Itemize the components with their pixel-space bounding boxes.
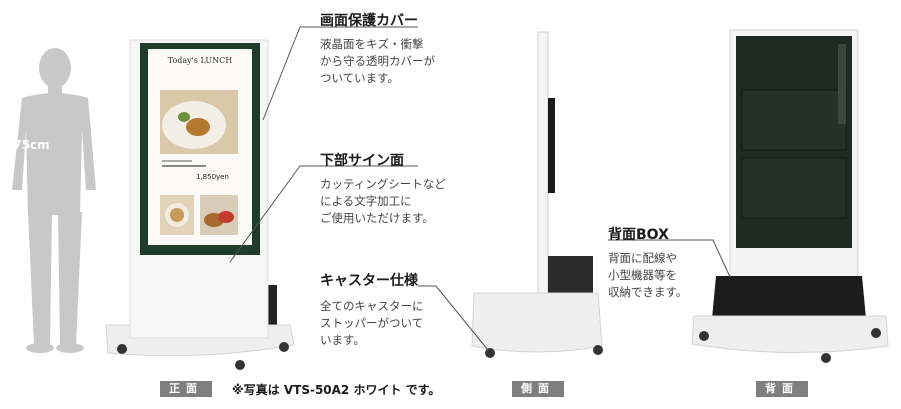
caption-back: 背面: [756, 381, 808, 397]
front-view-kiosk: [105, 39, 295, 370]
callout-title-casters: キャスター仕様: [320, 273, 418, 289]
callout-body-back-box: 背面に配線や 小型機器等を 収納できます。: [608, 251, 688, 299]
screen-price: 1,850yen: [196, 173, 229, 181]
callout-body-casters: 全てのキャスターに ストッパーがついて います。: [320, 299, 424, 347]
callout-title-lower-sign: 下部サイン面: [320, 153, 404, 169]
callout-body-screen-cover: 液晶面をキズ・衝撃 から守る透明カバーが ついています。: [320, 37, 435, 85]
human-silhouette: [12, 48, 96, 353]
callout-title-back-box: 背面BOX: [608, 227, 669, 243]
height-label: 175cm: [5, 138, 50, 152]
caption-side: 側面: [512, 381, 564, 397]
side-view-kiosk: [471, 31, 603, 358]
callout-body-lower-sign: カッティングシートなど による文字加工に ご使用いただけます。: [320, 177, 446, 225]
back-view-kiosk: [691, 29, 889, 363]
screen-title: Today's LUNCH: [167, 56, 233, 65]
caption-note: ※写真は VTS-50A2 ホワイト です。: [232, 383, 441, 397]
caption-front: 正面: [160, 381, 212, 397]
callout-title-screen-cover: 画面保護カバー: [320, 13, 418, 29]
